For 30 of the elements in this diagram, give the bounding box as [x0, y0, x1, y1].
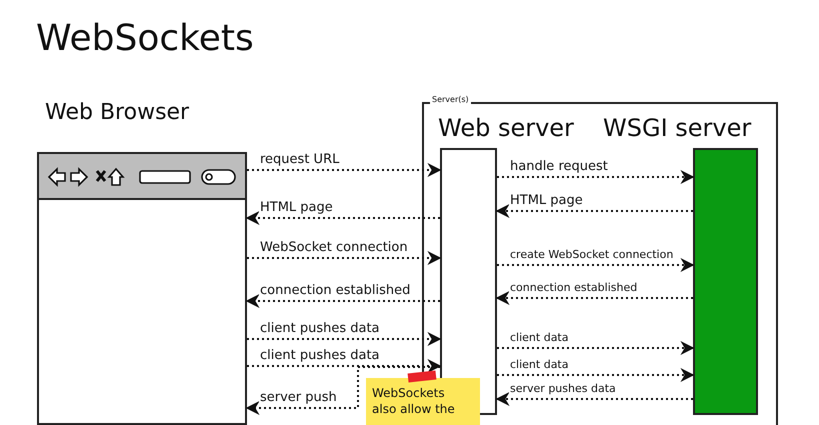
dotted-arrow: [496, 204, 693, 218]
dotted-arrow: [247, 163, 442, 177]
dotted-arrow: [247, 251, 442, 265]
dotted-arrow: [246, 294, 440, 308]
dotted-arrow: [247, 359, 442, 373]
edge-label: HTML page: [509, 193, 584, 208]
dotted-arrow: [497, 170, 694, 184]
dotted-arrow: [497, 258, 694, 272]
dotted-arrow: [497, 368, 694, 382]
edge-label: server pushes data: [509, 381, 617, 396]
window-heading: Web Browser: [45, 100, 190, 125]
sticky-note: WebSockets also allow the: [366, 378, 480, 425]
edge-label: connection established: [509, 280, 638, 295]
frame-label: Server(s): [430, 95, 471, 104]
page-title: WebSockets: [36, 18, 254, 59]
dotted-arrow: [497, 341, 694, 355]
edge-label: server push: [259, 390, 338, 405]
edge-label: handle request: [509, 159, 609, 174]
edge-label: HTML page: [259, 200, 334, 215]
edge-label: client pushes data: [259, 321, 381, 336]
dotted-arrow: [247, 332, 442, 346]
dotted-arrow: [496, 291, 693, 305]
lifeline-heading: WSGI server: [603, 114, 752, 142]
dotted-arrow: [246, 211, 440, 225]
edge-label: request URL: [259, 152, 340, 167]
lifeline-heading: Web server: [438, 114, 574, 142]
dotted-arrow: [246, 366, 440, 415]
edge-label: client pushes data: [259, 348, 381, 363]
edge-label: connection established: [259, 283, 412, 298]
dotted-arrow: [496, 392, 693, 406]
